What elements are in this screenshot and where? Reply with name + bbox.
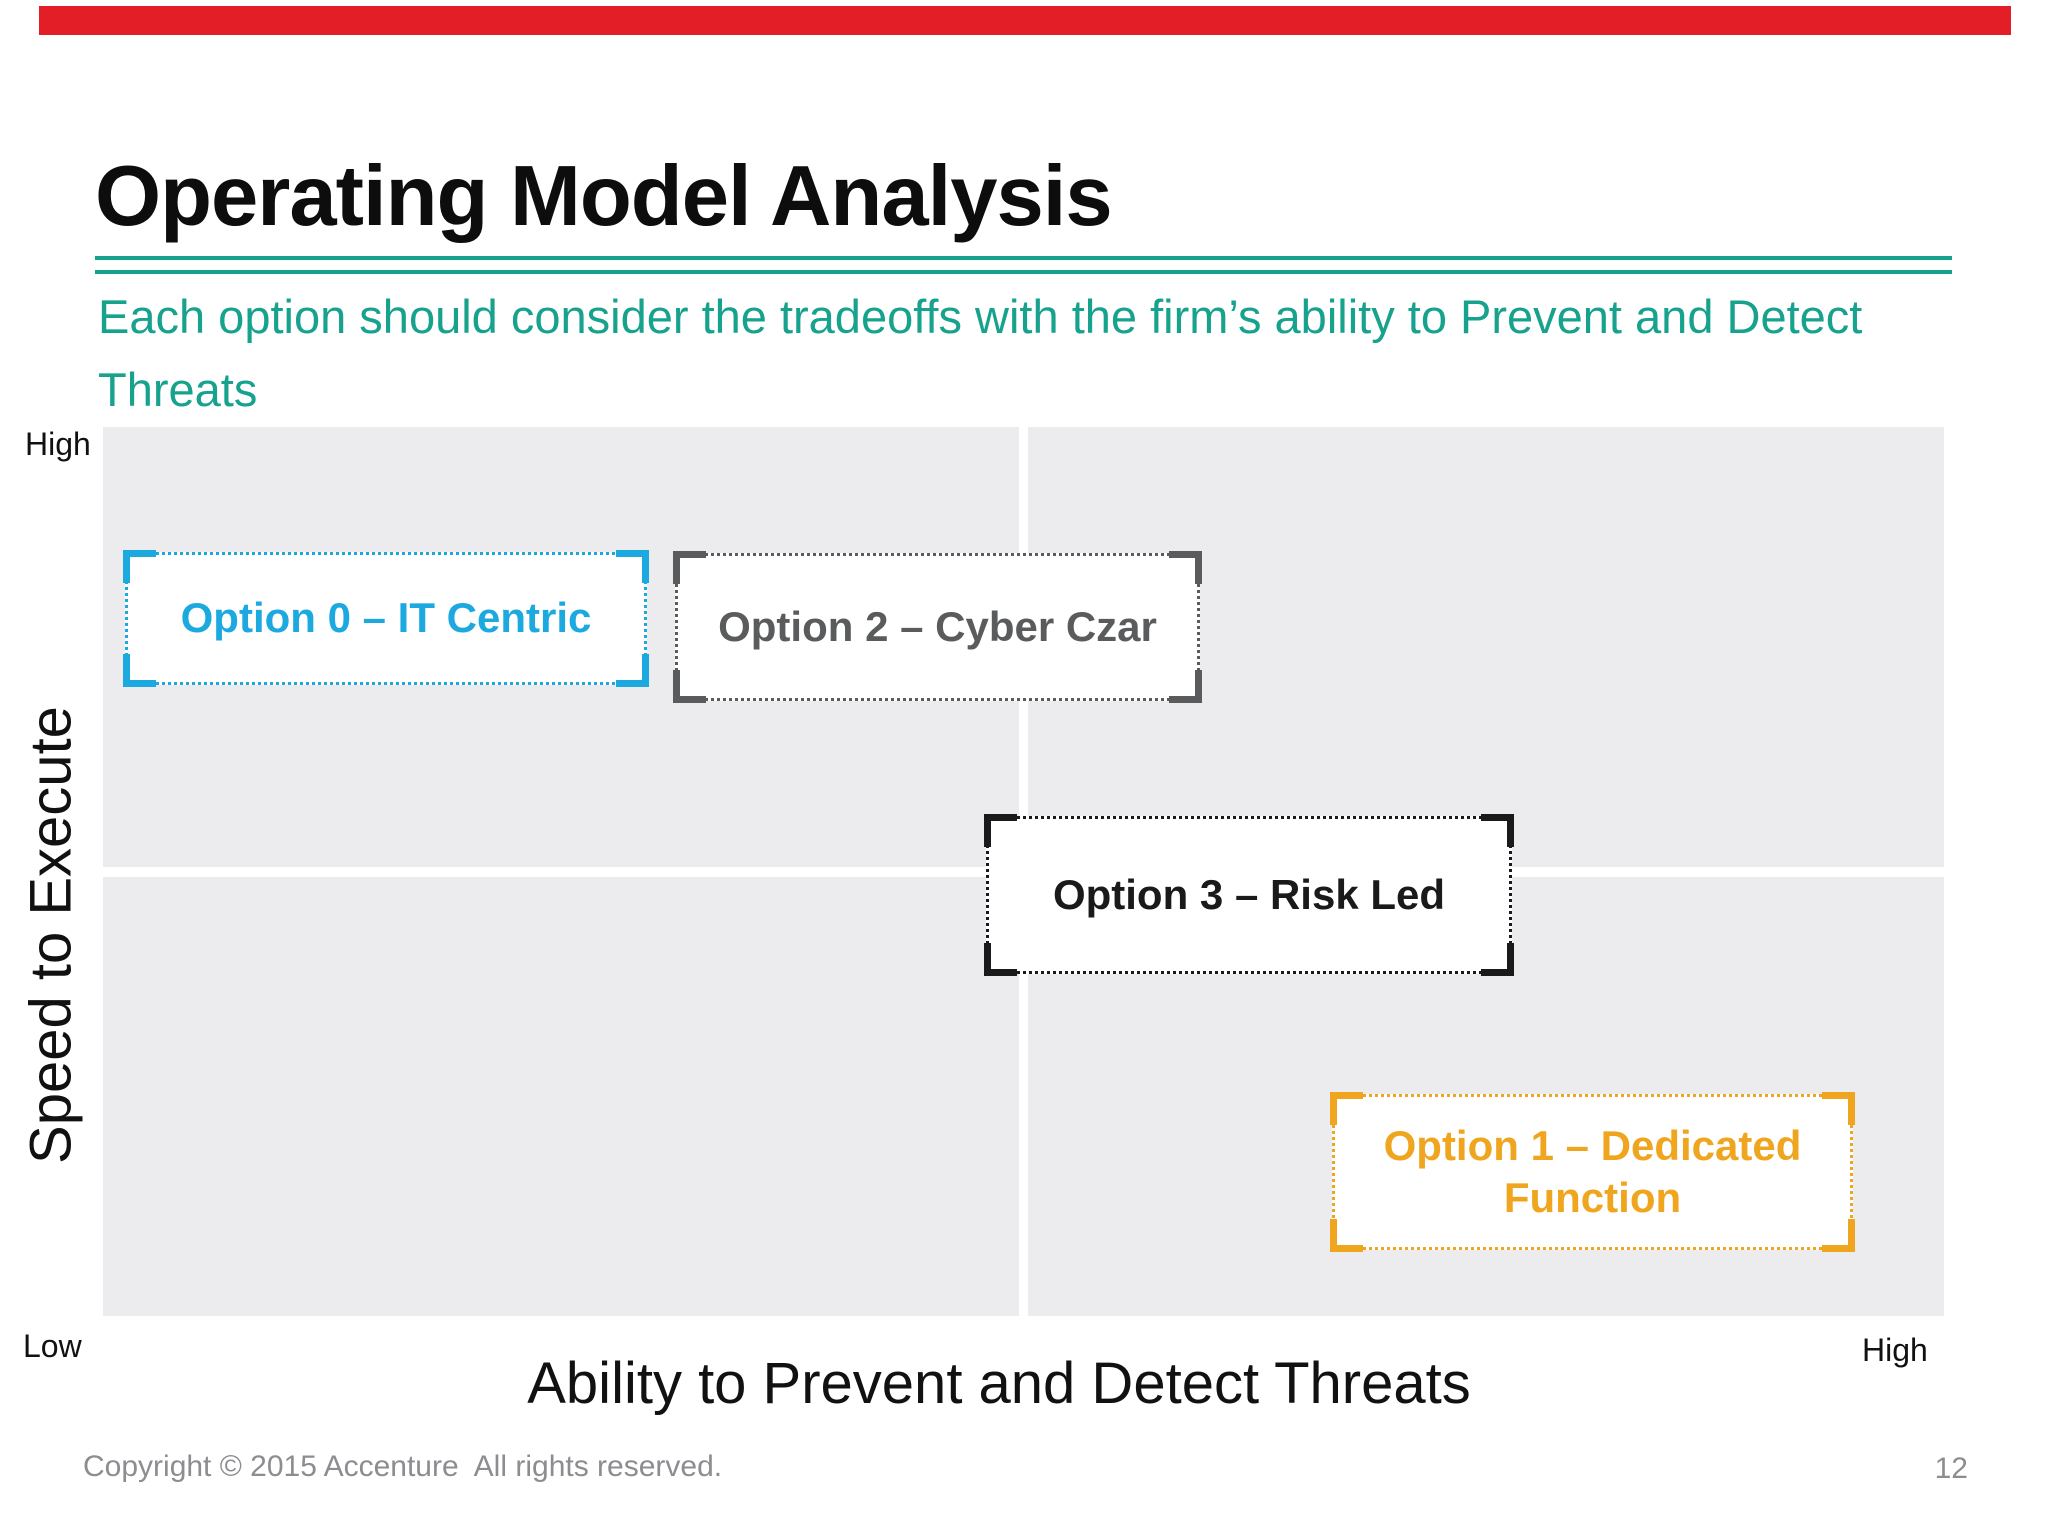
- option-box-option-1: Option 1 – Dedicated Function: [1330, 1092, 1855, 1252]
- corner-bracket-br: [1169, 670, 1202, 703]
- corner-bracket-br: [1481, 943, 1514, 976]
- corner-bracket-tl: [984, 814, 1017, 847]
- corner-bracket-tl: [123, 550, 156, 583]
- quadrant-chart: Option 0 – IT Centric Option 2 – Cyber Cz…: [103, 427, 1944, 1316]
- footer-copyright: Copyright © 2015 Accenture All rights re…: [83, 1450, 723, 1483]
- x-axis-title: Ability to Prevent and Detect Threats: [527, 1351, 1471, 1416]
- corner-bracket-bl: [673, 670, 706, 703]
- corner-bracket-bl: [123, 654, 156, 687]
- corner-bracket-tr: [1822, 1092, 1855, 1125]
- corner-bracket-tr: [1481, 814, 1514, 847]
- page-number: 12: [1934, 1452, 1968, 1485]
- corner-bracket-tr: [616, 550, 649, 583]
- y-axis-high-label: High: [25, 426, 91, 462]
- slide-title: Operating Model Analysis: [95, 149, 1113, 244]
- corner-bracket-br: [616, 654, 649, 687]
- option-box-option-2: Option 2 – Cyber Czar: [673, 551, 1202, 703]
- y-axis-title: Speed to Execute: [18, 706, 84, 1164]
- origin-low-label: Low: [23, 1328, 82, 1364]
- corner-bracket-tr: [1169, 551, 1202, 584]
- corner-bracket-tl: [673, 551, 706, 584]
- option-box-option-0: Option 0 – IT Centric: [123, 550, 649, 687]
- corner-bracket-tl: [1330, 1092, 1363, 1125]
- option-label: Option 1 – Dedicated Function: [1383, 1121, 1802, 1222]
- subtitle: Each option should consider the tradeoff…: [98, 290, 1863, 416]
- corner-bracket-bl: [984, 943, 1017, 976]
- title-divider: [95, 256, 1952, 274]
- corner-bracket-br: [1822, 1219, 1855, 1252]
- x-axis-high-label: High: [1862, 1332, 1928, 1368]
- option-label: Option 0 – IT Centric: [180, 594, 592, 642]
- corner-bracket-bl: [1330, 1219, 1363, 1252]
- option-label: Option 3 – Risk Led: [1052, 870, 1446, 918]
- option-label: Option 2 – Cyber Czar: [718, 602, 1157, 650]
- option-box-option-3: Option 3 – Risk Led: [984, 814, 1514, 976]
- top-red-bar: [39, 6, 2011, 35]
